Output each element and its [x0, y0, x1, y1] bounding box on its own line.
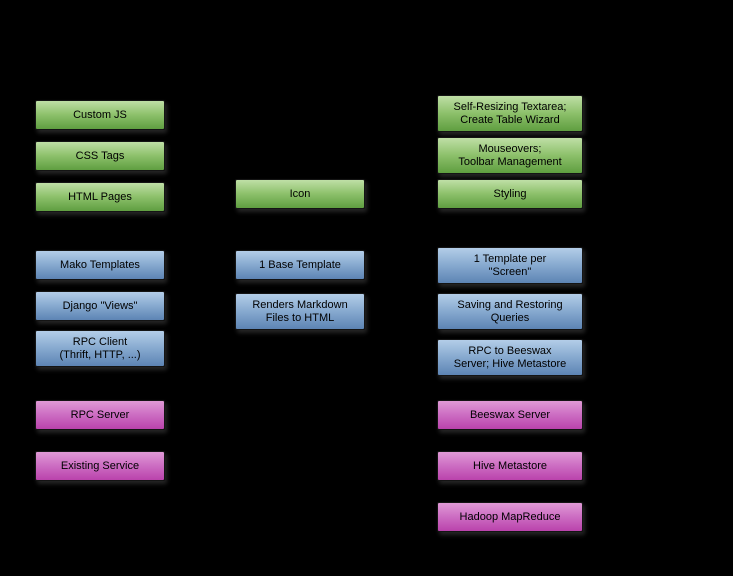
- box-self-resizing-textarea: Self-Resizing Textarea; Create Table Wiz…: [437, 95, 583, 132]
- box-html-pages: HTML Pages: [35, 182, 165, 212]
- box-mako-templates: Mako Templates: [35, 250, 165, 280]
- box-css-tags: CSS Tags: [35, 141, 165, 171]
- box-rpc-to-beeswax: RPC to Beeswax Server; Hive Metastore: [437, 339, 583, 376]
- box-hive-metastore: Hive Metastore: [437, 451, 583, 481]
- box-custom-js: Custom JS: [35, 100, 165, 130]
- box-base-template: 1 Base Template: [235, 250, 365, 280]
- box-rpc-server: RPC Server: [35, 400, 165, 430]
- box-existing-service: Existing Service: [35, 451, 165, 481]
- box-beeswax-server: Beeswax Server: [437, 400, 583, 430]
- box-template-per-screen: 1 Template per "Screen": [437, 247, 583, 284]
- box-django-views: Django "Views": [35, 291, 165, 321]
- box-rpc-client: RPC Client (Thrift, HTTP, ...): [35, 330, 165, 367]
- box-saving-restoring-queries: Saving and Restoring Queries: [437, 293, 583, 330]
- box-styling: Styling: [437, 179, 583, 209]
- box-mouseovers: Mouseovers; Toolbar Management: [437, 137, 583, 174]
- box-renders-markdown: Renders Markdown Files to HTML: [235, 293, 365, 330]
- box-icon: Icon: [235, 179, 365, 209]
- box-hadoop-mapreduce: Hadoop MapReduce: [437, 502, 583, 532]
